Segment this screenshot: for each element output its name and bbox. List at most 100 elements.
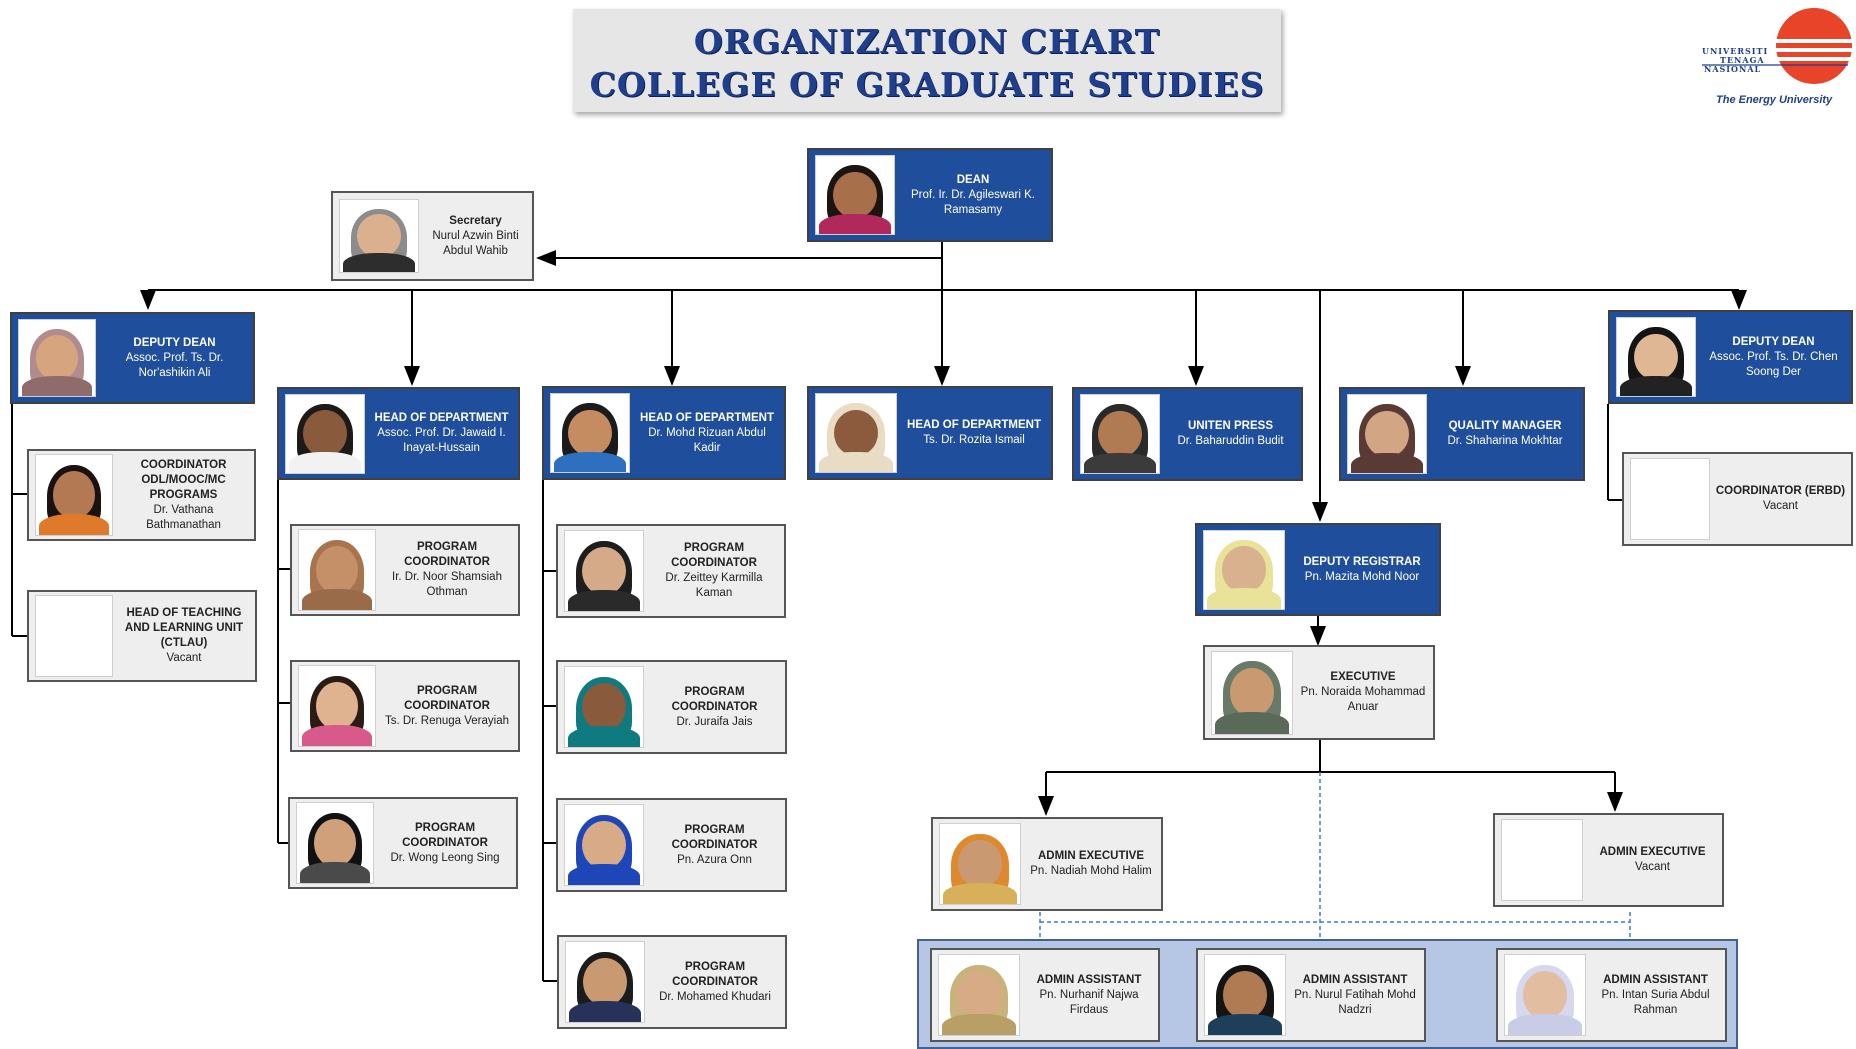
hod-2-photo	[550, 393, 630, 473]
pc-1b-title: PROGRAM COORDINATOR	[404, 684, 490, 712]
secretary-title: Secretary	[449, 214, 502, 227]
pc-1c-title: PROGRAM COORDINATOR	[402, 821, 488, 849]
hod-1-title: HEAD OF DEPARTMENT	[374, 412, 509, 424]
pc-2d-photo	[565, 941, 645, 1023]
pc-2c-name: Pn. Azura Onn	[677, 853, 752, 866]
hod-2-name: Dr. Mohd Rizuan Abdul Kadir	[648, 426, 766, 454]
node-admin-assistant-1[interactable]: ADMIN ASSISTANT Pn. Nurhanif Najwa Firdau…	[930, 948, 1160, 1042]
logo-text-nasional: NASIONAL	[1704, 64, 1762, 74]
node-dean[interactable]: DEAN Prof. Ir. Dr. Agileswari K. Ramasamy	[807, 148, 1053, 242]
pc-1a-title: PROGRAM COORDINATOR	[404, 541, 490, 568]
hod-3-title: HEAD OF DEPARTMENT	[907, 419, 1041, 431]
hod-1-name: Assoc. Prof. Dr. Jawaid I. Inayat-Hussai…	[377, 427, 506, 454]
deputy-dean-left-photo	[18, 319, 96, 397]
secretary-photo	[339, 199, 419, 273]
logo-emblem-icon	[1702, 8, 1854, 84]
node-uniten-press[interactable]: UNITEN PRESS Dr. Baharuddin Budit	[1072, 387, 1303, 481]
node-pc-2d[interactable]: PROGRAM COORDINATOR Dr. Mohamed Khudari	[557, 935, 787, 1029]
pc-1a-name: Ir. Dr. Noor Shamsiah Othman	[392, 571, 502, 598]
dean-title: DEAN	[956, 173, 990, 186]
admin-asst-2-name: Pn. Nurul Fatihah Mohd Nadzri	[1294, 988, 1416, 1016]
uniten-press-name: Dr. Baharuddin Budit	[1177, 435, 1284, 447]
admin-asst-3-title: ADMIN ASSISTANT	[1603, 973, 1708, 986]
chart-title: ORGANIZATION CHART	[693, 22, 1161, 61]
executive-name: Pn. Noraida Mohammad Anuar	[1300, 686, 1426, 713]
hod-1-photo	[285, 393, 365, 474]
coord-erbd-title: COORDINATOR (ERBD)	[1715, 485, 1846, 497]
node-admin-assistant-2[interactable]: ADMIN ASSISTANT Pn. Nurul Fatihah Mohd Na…	[1196, 948, 1426, 1042]
node-pc-1b[interactable]: PROGRAM COORDINATOR Ts. Dr. Renuga Verayi…	[290, 660, 520, 752]
deputy-registrar-name: Pn. Mazita Mohd Noor	[1304, 570, 1420, 583]
admin-exec-2-name: Vacant	[1635, 861, 1670, 873]
coord-erbd-photo-placeholder	[1630, 458, 1710, 540]
executive-title: EXECUTIVE	[1330, 671, 1396, 683]
pc-2a-photo	[564, 530, 644, 612]
pc-1c-name: Dr. Wong Leong Sing	[390, 851, 500, 864]
admin-exec-1-name: Pn. Nadiah Mohd Halim	[1030, 865, 1152, 877]
pc-2d-title: PROGRAM COORDINATOR	[672, 960, 758, 988]
node-executive[interactable]: EXECUTIVE Pn. Noraida Mohammad Anuar	[1203, 645, 1435, 740]
head-ctlau-name: Vacant	[166, 652, 202, 664]
quality-manager-title: QUALITY MANAGER	[1448, 420, 1562, 432]
node-hod-1[interactable]: HEAD OF DEPARTMENT Assoc. Prof. Dr. Jawai…	[277, 387, 520, 480]
node-pc-2b[interactable]: PROGRAM COORDINATOR Dr. Juraifa Jais	[556, 660, 787, 754]
deputy-dean-left-name: Assoc. Prof. Ts. Dr. Nor'ashikin Ali	[125, 351, 224, 379]
node-pc-1a[interactable]: PROGRAM COORDINATOR Ir. Dr. Noor Shamsiah…	[290, 524, 520, 616]
executive-photo	[1211, 650, 1293, 735]
admin-asst-3-name: Pn. Intan Suria Abdul Rahman	[1601, 988, 1710, 1016]
uniten-press-title: UNITEN PRESS	[1188, 420, 1273, 432]
node-deputy-registrar[interactable]: DEPUTY REGISTRAR Pn. Mazita Mohd Noor	[1195, 523, 1441, 616]
pc-1a-photo	[298, 529, 376, 611]
admin-asst-2-photo	[1204, 954, 1286, 1036]
deputy-dean-right-name: Assoc. Prof. Ts. Dr. Chen Soong Der	[1709, 350, 1838, 378]
node-admin-executive-1[interactable]: ADMIN EXECUTIVE Pn. Nadiah Mohd Halim	[931, 817, 1163, 911]
deputy-registrar-photo	[1203, 529, 1285, 610]
node-admin-assistant-3[interactable]: ADMIN ASSISTANT Pn. Intan Suria Abdul Rah…	[1496, 948, 1727, 1042]
pc-1b-photo	[298, 665, 376, 747]
uniten-press-photo	[1080, 394, 1160, 474]
pc-1b-name: Ts. Dr. Renuga Verayiah	[384, 714, 509, 727]
admin-exec-1-photo	[939, 823, 1021, 905]
pc-2b-name: Dr. Juraifa Jais	[676, 715, 753, 728]
head-ctlau-photo-placeholder	[35, 595, 113, 677]
pc-2b-title: PROGRAM COORDINATOR	[671, 685, 758, 713]
node-coordinator-erbd[interactable]: COORDINATOR (ERBD)Vacant	[1622, 452, 1853, 546]
pc-2b-photo	[564, 666, 644, 748]
hod-3-photo	[815, 393, 897, 473]
secretary-name: Nurul Azwin Binti Abdul Wahib	[432, 229, 519, 257]
hod-2-title: HEAD OF DEPARTMENT	[640, 411, 774, 424]
admin-asst-1-name: Pn. Nurhanif Najwa Firdaus	[1039, 988, 1139, 1016]
node-quality-manager[interactable]: QUALITY MANAGER Dr. Shaharina Mokhtar	[1339, 387, 1585, 481]
pc-2c-photo	[564, 804, 644, 886]
admin-asst-1-title: ADMIN ASSISTANT	[1036, 973, 1142, 986]
chart-subtitle: COLLEGE OF GRADUATE STUDIES	[589, 65, 1265, 104]
pc-2d-name: Dr. Mohamed Khudari	[659, 990, 771, 1003]
deputy-registrar-title: DEPUTY REGISTRAR	[1303, 555, 1421, 568]
admin-exec-1-title: ADMIN EXECUTIVE	[1037, 850, 1145, 862]
uniten-logo: UNIVERSITI TENAGA NASIONAL The Energy Un…	[1698, 6, 1854, 112]
pc-2a-name: Dr. Zeittey Karmilla Kaman	[665, 572, 763, 599]
dean-name: Prof. Ir. Dr. Agileswari K. Ramasamy	[911, 188, 1035, 216]
coord-odl-name: Dr. Vathana Bathmanathan	[146, 503, 221, 531]
head-ctlau-title: HEAD OF TEACHING AND LEARNING UNIT (CTLA…	[124, 607, 244, 649]
admin-asst-2-title: ADMIN ASSISTANT	[1302, 973, 1408, 986]
node-hod-2[interactable]: HEAD OF DEPARTMENT Dr. Mohd Rizuan Abdul …	[542, 386, 786, 480]
node-pc-1c[interactable]: PROGRAM COORDINATOR Dr. Wong Leong Sing	[288, 797, 518, 889]
admin-exec-2-photo-placeholder	[1501, 819, 1583, 901]
quality-manager-name: Dr. Shaharina Mokhtar	[1447, 435, 1563, 447]
coord-odl-photo	[35, 454, 113, 536]
chart-title-banner: ORGANIZATION CHART COLLEGE OF GRADUATE S…	[573, 9, 1281, 112]
logo-text-tenaga: TENAGA	[1720, 55, 1765, 65]
node-head-ctlau[interactable]: HEAD OF TEACHING AND LEARNING UNIT (CTLA…	[27, 590, 257, 682]
admin-asst-3-photo	[1504, 954, 1586, 1036]
deputy-dean-right-photo	[1616, 317, 1696, 397]
